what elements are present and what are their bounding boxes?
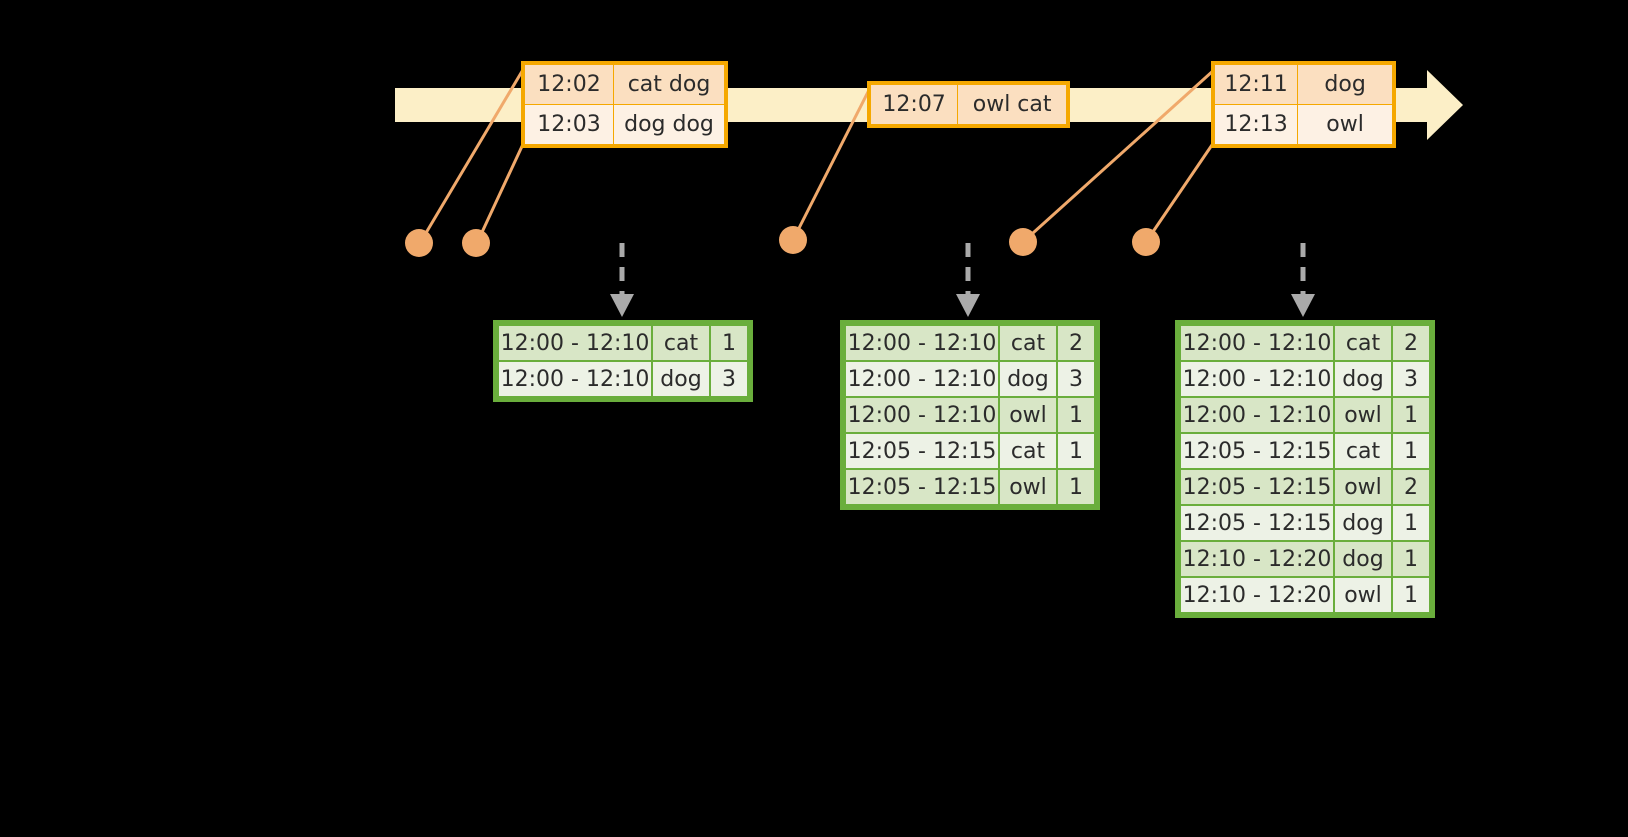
result-count: 1	[1056, 432, 1096, 470]
result-count: 2	[1391, 324, 1431, 362]
result-window: 12:00 - 12:10	[844, 396, 1000, 434]
result-window: 12:10 - 12:20	[1179, 576, 1335, 614]
result-count: 1	[709, 324, 749, 362]
result-count: 3	[1391, 360, 1431, 398]
event-time: 12:07	[869, 84, 959, 125]
event-dot-5	[1132, 228, 1160, 256]
event-words: owl cat	[957, 84, 1067, 125]
result-count: 2	[1056, 324, 1096, 362]
event-time: 12:13	[1213, 104, 1299, 145]
result-word: owl	[1333, 468, 1393, 506]
result-window: 12:05 - 12:15	[1179, 504, 1335, 542]
result-word: dog	[1333, 360, 1393, 398]
event-row[interactable]: 12:07 owl cat	[869, 84, 1067, 125]
result-word: dog	[1333, 504, 1393, 542]
table-row[interactable]: 12:05 - 12:15 dog 1	[1179, 504, 1431, 542]
event-group-2[interactable]: 12:07 owl cat	[867, 81, 1070, 128]
result-word: dog	[1333, 540, 1393, 578]
result-word: owl	[1333, 576, 1393, 614]
result-window: 12:00 - 12:10	[844, 324, 1000, 362]
event-row[interactable]: 12:03 dog dog	[524, 104, 725, 145]
result-table-3[interactable]: 12:00 - 12:10 cat 2 12:00 - 12:10 dog 3 …	[1175, 320, 1435, 618]
event-group-1[interactable]: 12:02 cat dog 12:03 dog dog	[521, 61, 728, 148]
result-count: 2	[1391, 468, 1431, 506]
event-words: dog dog	[613, 104, 725, 145]
result-count: 1	[1391, 396, 1431, 434]
event-dot-4	[1009, 228, 1037, 256]
table-row[interactable]: 12:00 - 12:10 dog 3	[844, 360, 1096, 398]
event-group-3[interactable]: 12:11 dog 12:13 owl	[1211, 61, 1396, 148]
result-word: cat	[998, 324, 1058, 362]
table-row[interactable]: 12:00 - 12:10 cat 2	[1179, 324, 1431, 362]
result-count: 1	[1056, 396, 1096, 434]
result-word: cat	[1333, 324, 1393, 362]
result-count: 1	[1056, 468, 1096, 506]
event-row[interactable]: 12:02 cat dog	[524, 64, 725, 105]
result-window: 12:00 - 12:10	[497, 324, 653, 362]
result-count: 3	[709, 360, 749, 398]
result-table-2[interactable]: 12:00 - 12:10 cat 2 12:00 - 12:10 dog 3 …	[840, 320, 1100, 510]
result-window: 12:05 - 12:15	[1179, 468, 1335, 506]
table-row[interactable]: 12:00 - 12:10 cat 2	[844, 324, 1096, 362]
event-words: dog	[1297, 64, 1393, 105]
result-count: 1	[1391, 540, 1431, 578]
result-window: 12:05 - 12:15	[844, 432, 1000, 470]
flow-arrow-1	[610, 243, 634, 317]
event-dots	[405, 226, 1160, 257]
result-count: 1	[1391, 504, 1431, 542]
event-time: 12:03	[524, 104, 614, 145]
result-word: owl	[998, 468, 1058, 506]
table-row[interactable]: 12:00 - 12:10 owl 1	[1179, 396, 1431, 434]
result-window: 12:05 - 12:15	[844, 468, 1000, 506]
result-window: 12:00 - 12:10	[1179, 396, 1335, 434]
table-row[interactable]: 12:10 - 12:20 owl 1	[1179, 576, 1431, 614]
flow-arrow-2	[956, 243, 980, 317]
table-row[interactable]: 12:05 - 12:15 owl 2	[1179, 468, 1431, 506]
result-window: 12:10 - 12:20	[1179, 540, 1335, 578]
table-row[interactable]: 12:00 - 12:10 owl 1	[844, 396, 1096, 434]
result-count: 1	[1391, 432, 1431, 470]
flow-arrows	[610, 243, 1315, 317]
table-row[interactable]: 12:00 - 12:10 dog 3	[1179, 360, 1431, 398]
result-window: 12:00 - 12:10	[497, 360, 653, 398]
event-dot-2	[462, 229, 490, 257]
event-row[interactable]: 12:11 dog	[1213, 64, 1393, 105]
result-word: owl	[998, 396, 1058, 434]
event-time: 12:02	[524, 64, 614, 105]
table-row[interactable]: 12:00 - 12:10 cat 1	[497, 324, 749, 362]
event-words: cat dog	[613, 64, 725, 105]
result-word: cat	[1333, 432, 1393, 470]
event-dot-3	[779, 226, 807, 254]
result-window: 12:00 - 12:10	[1179, 324, 1335, 362]
result-table-1[interactable]: 12:00 - 12:10 cat 1 12:00 - 12:10 dog 3	[493, 320, 753, 402]
result-word: owl	[1333, 396, 1393, 434]
result-count: 1	[1391, 576, 1431, 614]
result-window: 12:00 - 12:10	[844, 360, 1000, 398]
table-row[interactable]: 12:05 - 12:15 cat 1	[844, 432, 1096, 470]
result-word: cat	[651, 324, 711, 362]
event-words: owl	[1297, 104, 1393, 145]
result-window: 12:00 - 12:10	[1179, 360, 1335, 398]
table-row[interactable]: 12:10 - 12:20 dog 1	[1179, 540, 1431, 578]
result-window: 12:05 - 12:15	[1179, 432, 1335, 470]
event-row[interactable]: 12:13 owl	[1213, 104, 1393, 145]
event-dot-1	[405, 229, 433, 257]
table-row[interactable]: 12:05 - 12:15 cat 1	[1179, 432, 1431, 470]
event-time: 12:11	[1213, 64, 1299, 105]
result-word: dog	[651, 360, 711, 398]
table-row[interactable]: 12:00 - 12:10 dog 3	[497, 360, 749, 398]
result-word: dog	[998, 360, 1058, 398]
result-word: cat	[998, 432, 1058, 470]
flow-arrow-3	[1291, 243, 1315, 317]
table-row[interactable]: 12:05 - 12:15 owl 1	[844, 468, 1096, 506]
result-count: 3	[1056, 360, 1096, 398]
